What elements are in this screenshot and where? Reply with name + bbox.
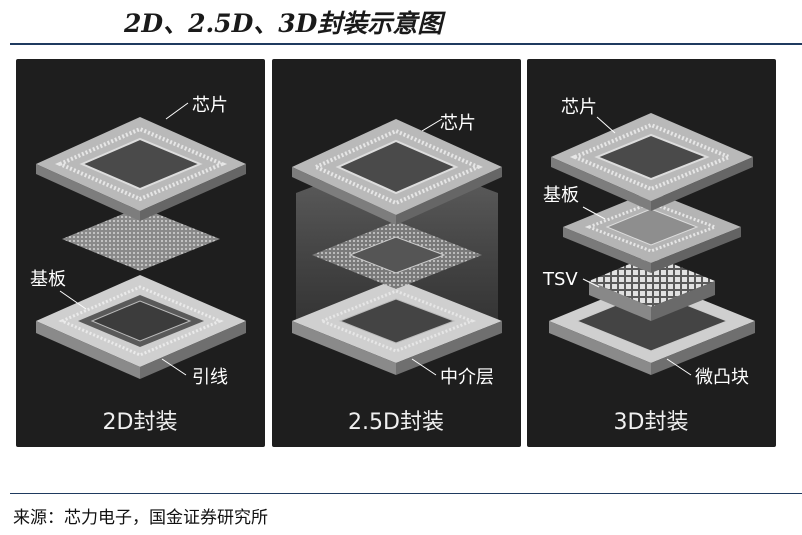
chip-layer xyxy=(292,118,502,225)
caption-3d: 3D封装 xyxy=(614,410,689,435)
die-layer xyxy=(62,207,220,271)
bottom-divider xyxy=(10,493,802,494)
label-chip: 芯片 xyxy=(192,95,228,116)
panel-2-5d: 芯片 中介层 2.5D封装 xyxy=(272,59,521,447)
tsv-layer xyxy=(589,255,715,321)
panel-2d: 芯片 基板 引线 2D封装 xyxy=(16,59,265,447)
caption-2d: 2D封装 xyxy=(103,410,178,435)
substrate-layer xyxy=(563,191,741,273)
chip-layer xyxy=(36,102,246,221)
substrate-layer xyxy=(292,279,502,375)
label-chip: 芯片 xyxy=(561,97,597,118)
figure-title: 2D、2.5D、3D封装示意图 xyxy=(124,9,443,38)
panel-3d: 芯片 基板 TSV 微凸块 3D封装 xyxy=(527,59,776,447)
label-substrate: 基板 xyxy=(543,185,579,206)
caption-2-5d: 2.5D封装 xyxy=(348,410,444,435)
substrate-layer xyxy=(36,275,246,379)
source-note: 来源：芯力电子，国金证券研究所 xyxy=(13,508,268,528)
label-bump: 微凸块 xyxy=(695,367,749,388)
label-tsv: TSV xyxy=(542,269,578,290)
label-substrate: 基板 xyxy=(30,269,66,290)
label-interposer: 中介层 xyxy=(440,367,494,388)
interposer-layer xyxy=(312,221,482,289)
label-wire: 引线 xyxy=(192,367,228,388)
top-divider xyxy=(10,43,802,45)
chip-layer xyxy=(551,113,753,211)
substrate-base-layer xyxy=(549,279,755,375)
label-chip: 芯片 xyxy=(440,113,476,134)
